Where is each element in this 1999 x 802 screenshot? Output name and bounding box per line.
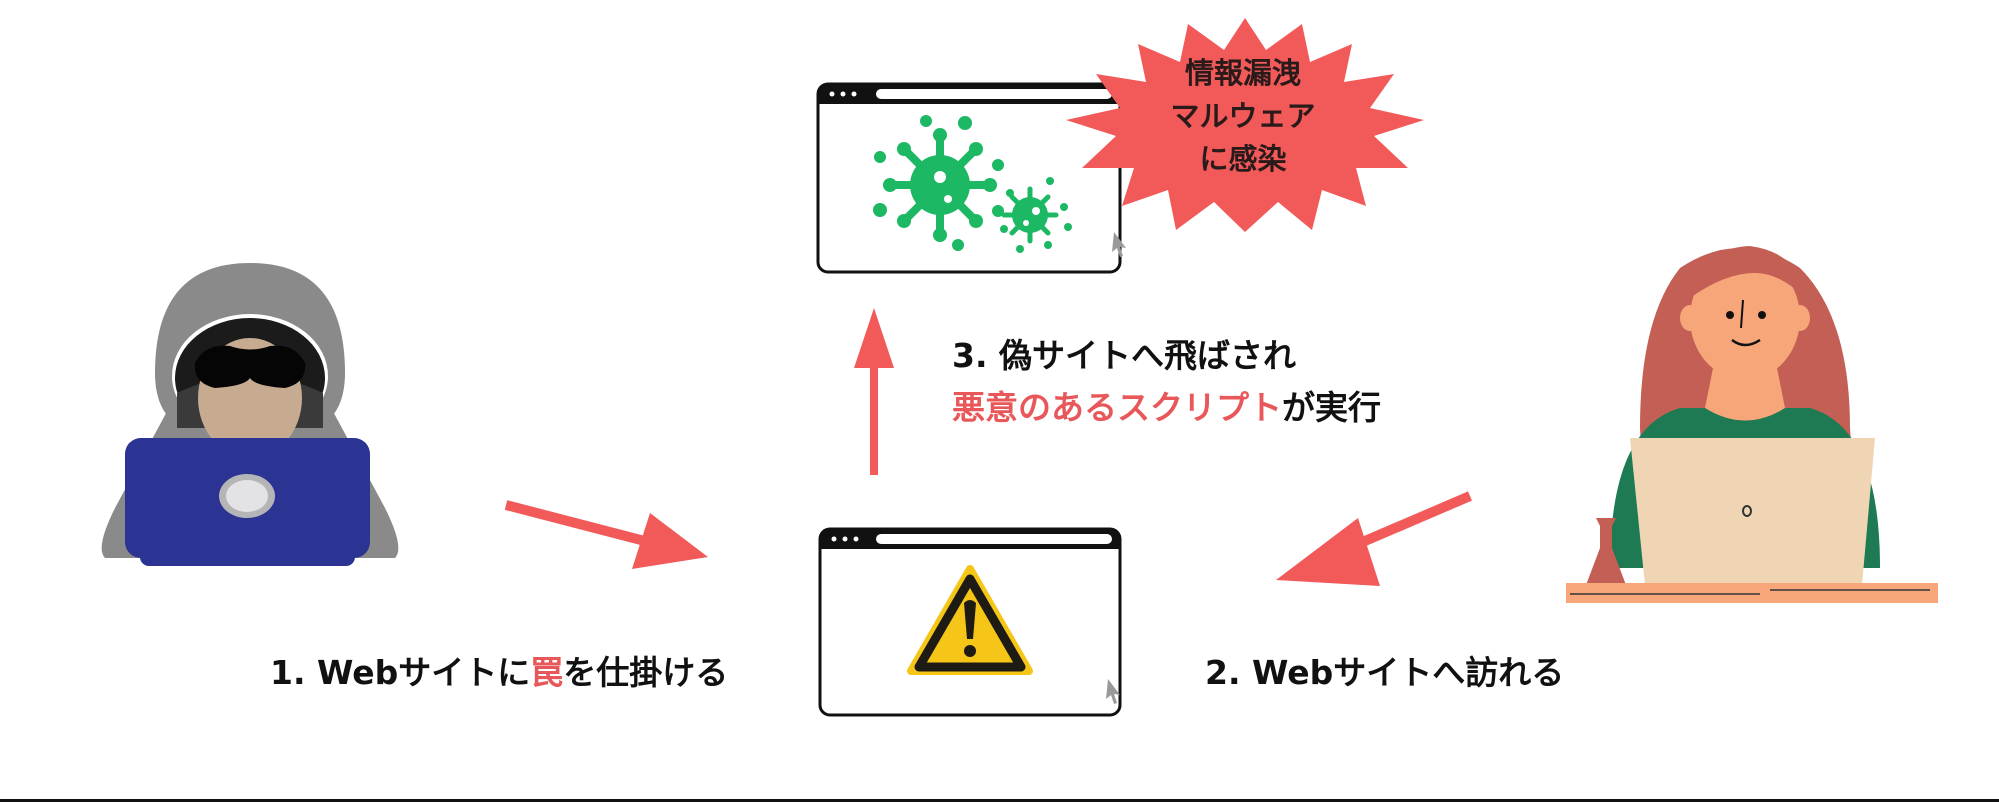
step-3-label: 3. 偽サイトへ飛ばされ 悪意のあるスクリプトが実行	[952, 330, 1381, 434]
step-3-line-1: 3. 偽サイトへ飛ばされ	[952, 336, 1296, 375]
step-2-label: 2. Webサイトへ訪れる	[1205, 653, 1565, 692]
step-3-line-2: 悪意のあるスクリプトが実行	[952, 382, 1381, 434]
starburst-text: 情報漏洩 マルウェア に感染	[1143, 52, 1343, 181]
step-1-highlight: 罠	[530, 653, 564, 692]
burst-line-3: に感染	[1199, 142, 1287, 176]
starburst-badge	[1066, 18, 1424, 232]
cursor-icon	[1106, 679, 1120, 704]
arrow-victim-to-site	[1276, 491, 1472, 586]
cursor-icon	[1112, 232, 1126, 257]
bottom-divider	[0, 799, 1999, 802]
arrow-up-to-fake-site	[854, 308, 894, 475]
step-1-prefix: 1. Webサイトに	[270, 653, 531, 692]
step-1-suffix: を仕掛ける	[563, 653, 729, 692]
step-3-suffix: が実行	[1282, 388, 1381, 427]
arrow-attacker-to-site	[504, 500, 708, 569]
woman-at-laptop-icon	[1566, 246, 1938, 603]
burst-line-2: マルウェア	[1170, 99, 1316, 133]
hooded-hacker-icon	[101, 263, 399, 566]
step-1-label: 1. Webサイトに罠を仕掛ける	[270, 646, 728, 694]
step-3-highlight: 悪意のあるスクリプト	[952, 388, 1282, 427]
virus-icon	[873, 115, 1072, 253]
warning-triangle-icon	[907, 565, 1033, 675]
burst-line-1: 情報漏洩	[1184, 56, 1301, 90]
